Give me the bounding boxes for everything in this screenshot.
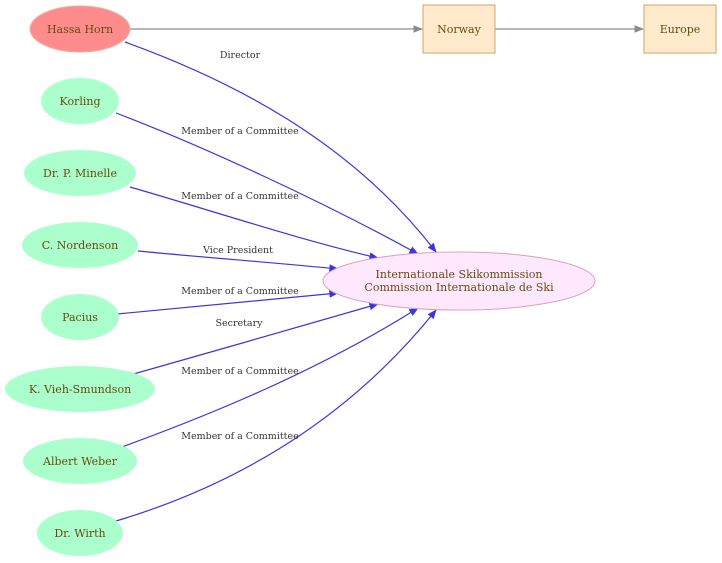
place-nodes-group: Norway Europe <box>422 4 717 54</box>
place-label: Norway <box>437 23 481 36</box>
node-label: Korling <box>60 95 101 108</box>
edge-weber <box>118 307 419 449</box>
edge-hassa-horn <box>124 41 437 253</box>
node-shape <box>5 366 155 412</box>
node-label: K. Vieh-Smundson <box>29 383 131 396</box>
organization-label-line2: Commission Internationale de Ski <box>364 281 554 294</box>
node-shape <box>23 438 137 484</box>
edge-vieh-smundson <box>129 302 379 376</box>
place-label: Europe <box>660 23 701 36</box>
node-norway[interactable]: Norway <box>422 4 496 54</box>
node-shape <box>41 294 119 340</box>
node-pacius[interactable]: Pacius <box>41 294 119 340</box>
edge-wirth <box>115 309 437 522</box>
edge-label-wirth: Member of a Committee <box>181 431 299 442</box>
edge-minelle <box>129 186 379 260</box>
edges-group <box>115 25 644 522</box>
organization-shape <box>322 251 596 311</box>
edge-label-secretary: Secretary <box>215 318 263 329</box>
node-label: Dr. Wirth <box>54 527 105 540</box>
edge-label-vice-president: Vice President <box>202 245 273 256</box>
node-label: Pacius <box>62 311 98 324</box>
edge-korling <box>115 112 419 255</box>
edge-labels-group: Director Member of a Committee Member of… <box>181 50 299 442</box>
edge-label-director: Director <box>220 50 261 61</box>
node-shape <box>24 150 136 196</box>
node-minelle[interactable]: Dr. P. Minelle <box>24 150 136 196</box>
node-shape <box>29 5 131 53</box>
edge-label-minelle: Member of a Committee <box>181 191 299 202</box>
person-nodes-group: Hassa Horn Korling Dr. P. Minelle C. Nor… <box>5 5 155 556</box>
node-label: Hassa Horn <box>47 23 113 36</box>
node-label: Dr. P. Minelle <box>43 167 117 180</box>
place-shape <box>422 4 496 54</box>
node-vieh-smundson[interactable]: K. Vieh-Smundson <box>5 366 155 412</box>
node-weber[interactable]: Albert Weber <box>23 438 137 484</box>
organization-label-line1: Internationale Skikommission <box>376 268 543 281</box>
node-europe[interactable]: Europe <box>643 4 717 54</box>
edge-label-pacius: Member of a Committee <box>181 286 299 297</box>
edge-pacius <box>116 290 339 315</box>
node-shape <box>37 510 123 556</box>
edge-label-weber: Member of a Committee <box>181 366 299 377</box>
place-shape <box>643 4 717 54</box>
node-korling[interactable]: Korling <box>41 78 119 124</box>
node-shape <box>41 78 119 124</box>
node-wirth[interactable]: Dr. Wirth <box>37 510 123 556</box>
node-organization[interactable]: Internationale Skikommission Commission … <box>322 251 596 311</box>
node-label: Albert Weber <box>42 455 118 468</box>
edge-label-korling: Member of a Committee <box>181 126 299 137</box>
node-shape <box>22 222 138 268</box>
node-hassa-horn[interactable]: Hassa Horn <box>29 5 131 53</box>
node-nordenson[interactable]: C. Nordenson <box>22 222 138 268</box>
edge-nordenson <box>137 250 339 272</box>
node-label: C. Nordenson <box>42 239 119 252</box>
